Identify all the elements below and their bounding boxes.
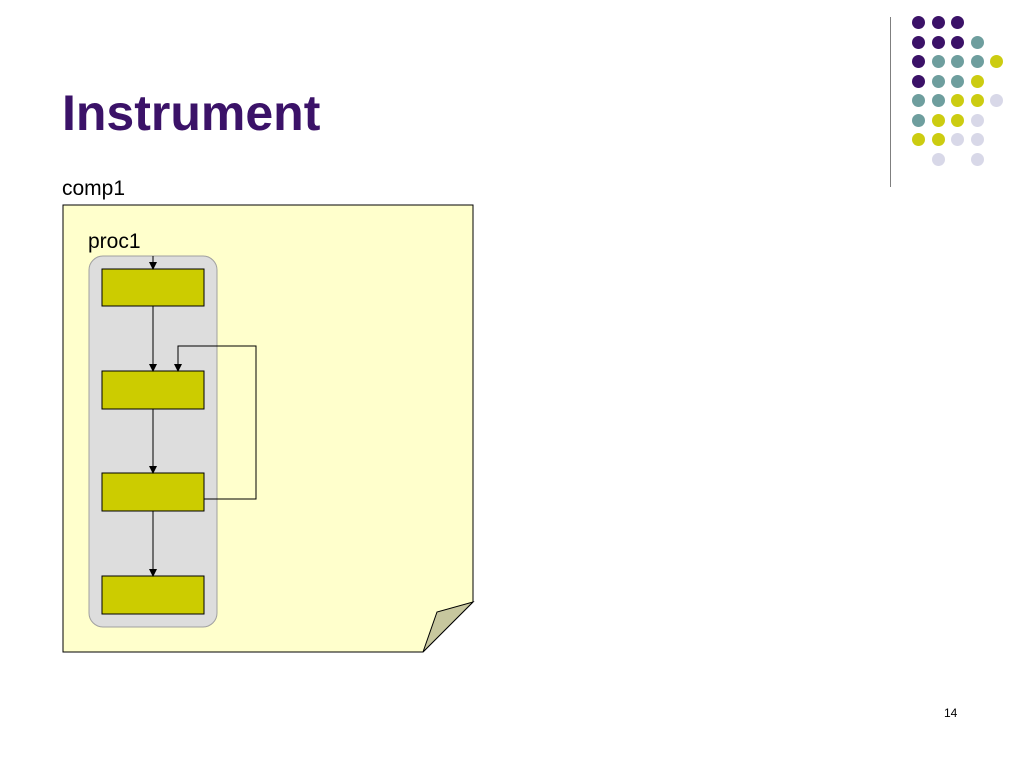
decorative-dot bbox=[931, 16, 945, 29]
decorative-dot bbox=[951, 16, 964, 29]
decorative-dot bbox=[931, 55, 945, 68]
decorative-dot bbox=[970, 74, 984, 88]
process-step-4 bbox=[101, 575, 205, 615]
decorative-dot bbox=[931, 35, 945, 49]
decorative-dot bbox=[970, 133, 984, 146]
decorative-dot bbox=[951, 55, 964, 68]
slide-title: Instrument bbox=[62, 85, 321, 141]
decorative-dot bbox=[990, 55, 1003, 68]
decorative-dot bbox=[970, 152, 984, 166]
decorative-dot bbox=[912, 133, 925, 146]
process-label: proc1 bbox=[88, 230, 141, 253]
decorative-dot bbox=[931, 74, 945, 88]
decorative-dot bbox=[970, 55, 984, 68]
component-label: comp1 bbox=[62, 177, 126, 200]
decorative-dot bbox=[951, 35, 964, 49]
loop-arrow-step3-to-step2 bbox=[174, 345, 257, 500]
decorative-dot bbox=[912, 16, 925, 29]
decorative-dot bbox=[990, 94, 1003, 107]
process-step-2 bbox=[101, 370, 205, 410]
decorative-dot bbox=[912, 55, 925, 68]
header-divider bbox=[890, 17, 891, 187]
decorative-dot bbox=[970, 113, 984, 127]
decorative-dot bbox=[931, 152, 945, 166]
decorative-dot bbox=[931, 133, 945, 146]
note-folded-corner bbox=[422, 601, 475, 653]
process-step-3 bbox=[101, 472, 205, 512]
decorative-dot bbox=[951, 133, 964, 146]
decorative-dot bbox=[912, 94, 925, 107]
decorative-dot bbox=[931, 113, 945, 127]
decorative-dot bbox=[931, 94, 945, 107]
decorative-dot bbox=[970, 94, 984, 107]
decorative-dot bbox=[912, 35, 925, 49]
decorative-dot bbox=[970, 35, 984, 49]
decorative-dot bbox=[912, 74, 925, 88]
decorative-dot bbox=[951, 74, 964, 88]
process-step-1 bbox=[101, 268, 205, 307]
decorative-dot bbox=[951, 113, 964, 127]
decorative-dot bbox=[912, 113, 925, 127]
decorative-dot bbox=[951, 94, 964, 107]
page-number: 14 bbox=[944, 706, 958, 720]
